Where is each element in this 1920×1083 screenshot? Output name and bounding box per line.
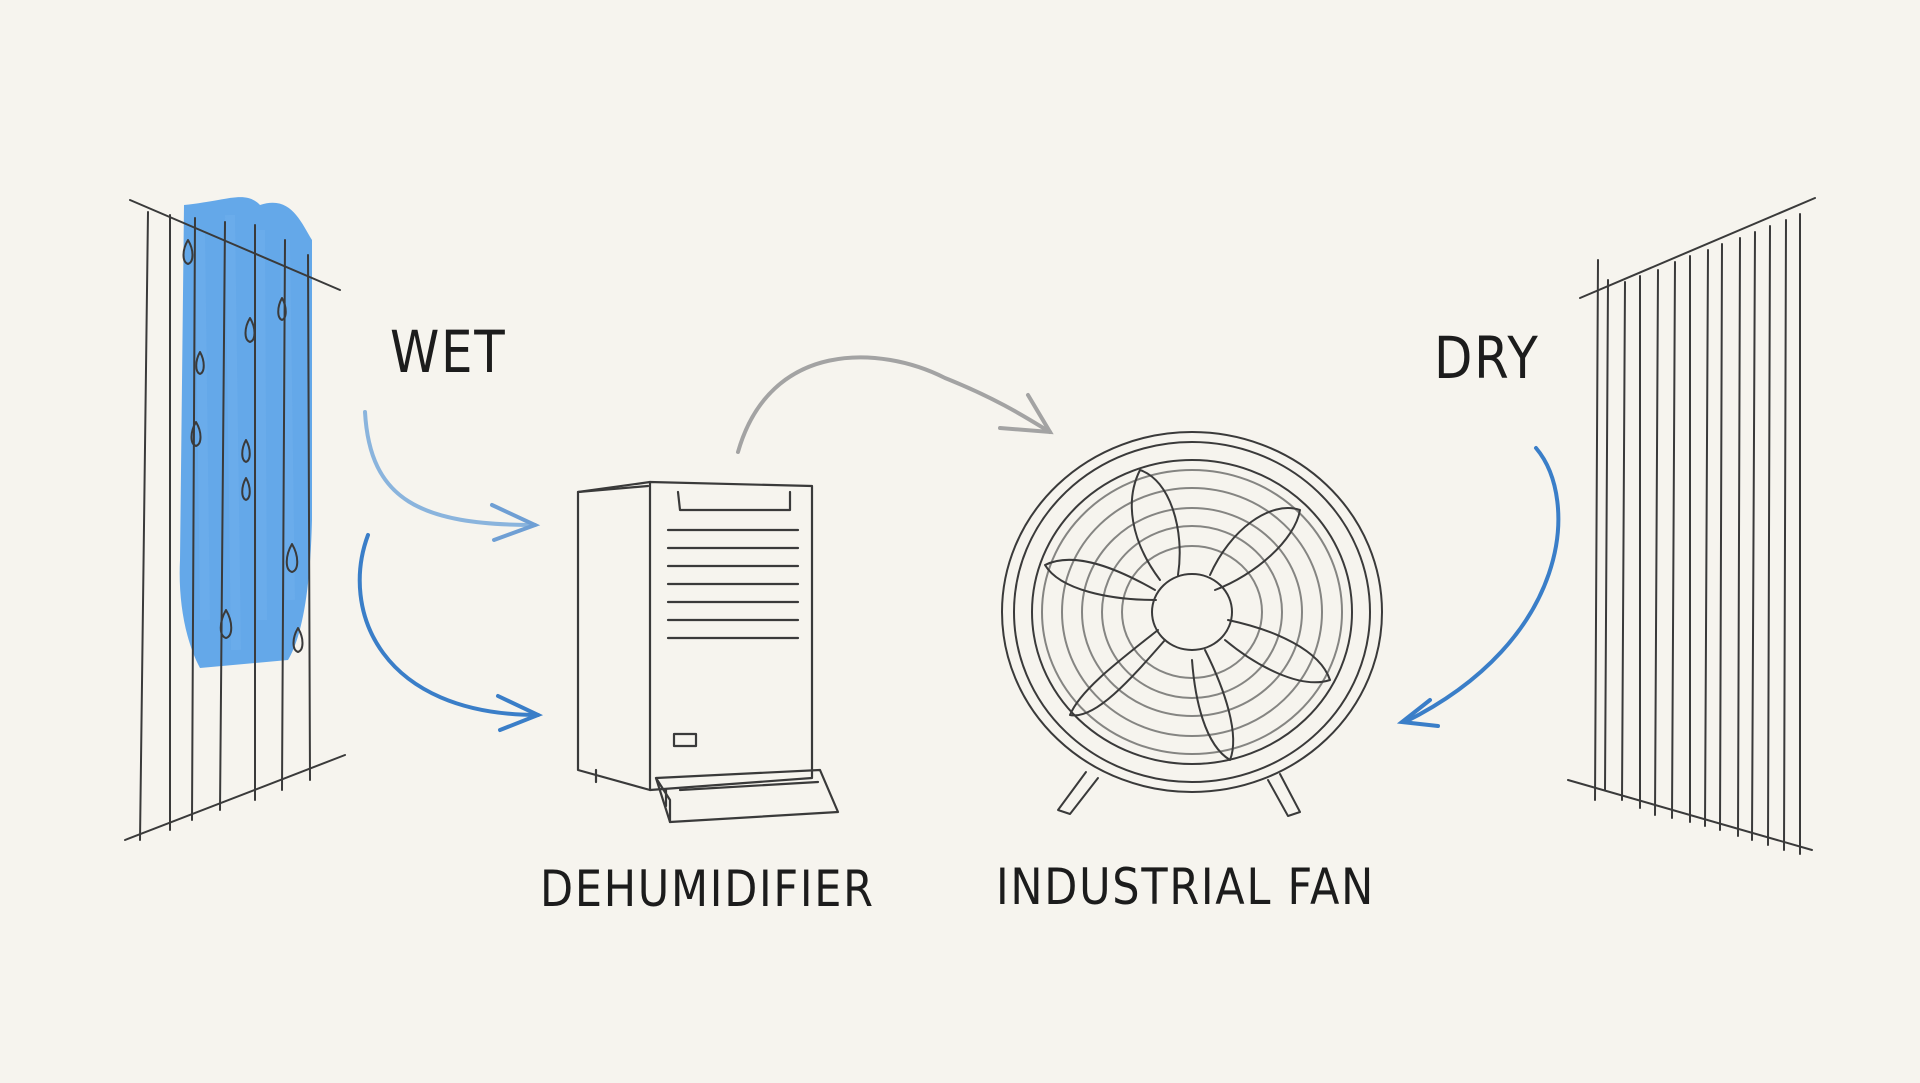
water-drop-icon xyxy=(277,297,287,321)
arrow-icon xyxy=(357,533,544,732)
water-drop-icon xyxy=(285,543,299,573)
water-drop-icon xyxy=(182,239,194,265)
dehumidifier-icon xyxy=(576,480,840,824)
arrow-icon xyxy=(1396,446,1561,728)
water-drop-icon xyxy=(195,351,205,375)
wet-wall xyxy=(124,197,346,841)
dry-label: DRY xyxy=(1434,324,1540,392)
water-drop-icon xyxy=(241,439,251,463)
water-drop-icon xyxy=(190,421,202,447)
water-drop-icon xyxy=(244,317,256,343)
industrial-fan-icon xyxy=(1001,431,1383,817)
water-drop-icon xyxy=(219,609,233,639)
arrow-icon xyxy=(363,410,541,542)
wet-label: WET xyxy=(390,318,507,386)
dry-wall xyxy=(1567,197,1816,855)
industrial-fan-label: INDUSTRIAL FAN xyxy=(996,858,1376,916)
dehumidifier-label: DEHUMIDIFIER xyxy=(540,860,875,918)
water-drop-icon xyxy=(292,627,304,653)
arrow-icon xyxy=(736,355,1054,454)
water-drop-icon xyxy=(241,477,251,501)
water-drop-icons xyxy=(182,239,304,653)
